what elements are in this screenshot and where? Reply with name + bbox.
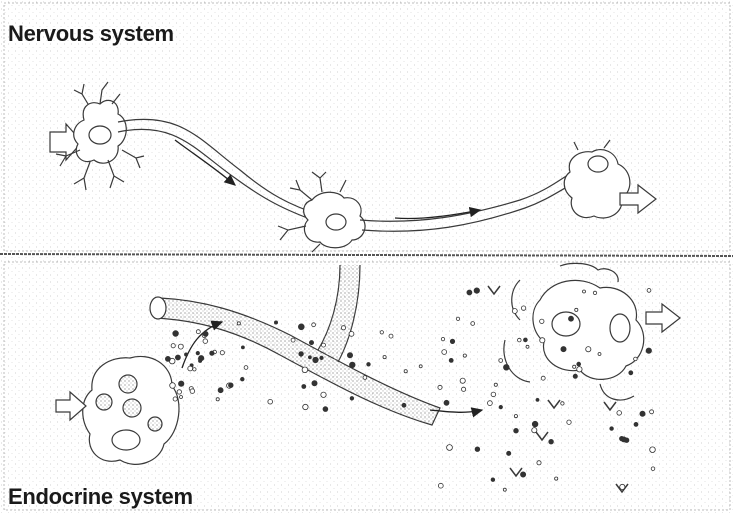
- nervous-system-panel: Nervous system: [0, 0, 733, 253]
- endocrine-system-panel: Endocrine system: [0, 260, 733, 513]
- endocrine-system-label: Endocrine system: [8, 484, 193, 510]
- nervous-system-label: Nervous system: [8, 21, 174, 47]
